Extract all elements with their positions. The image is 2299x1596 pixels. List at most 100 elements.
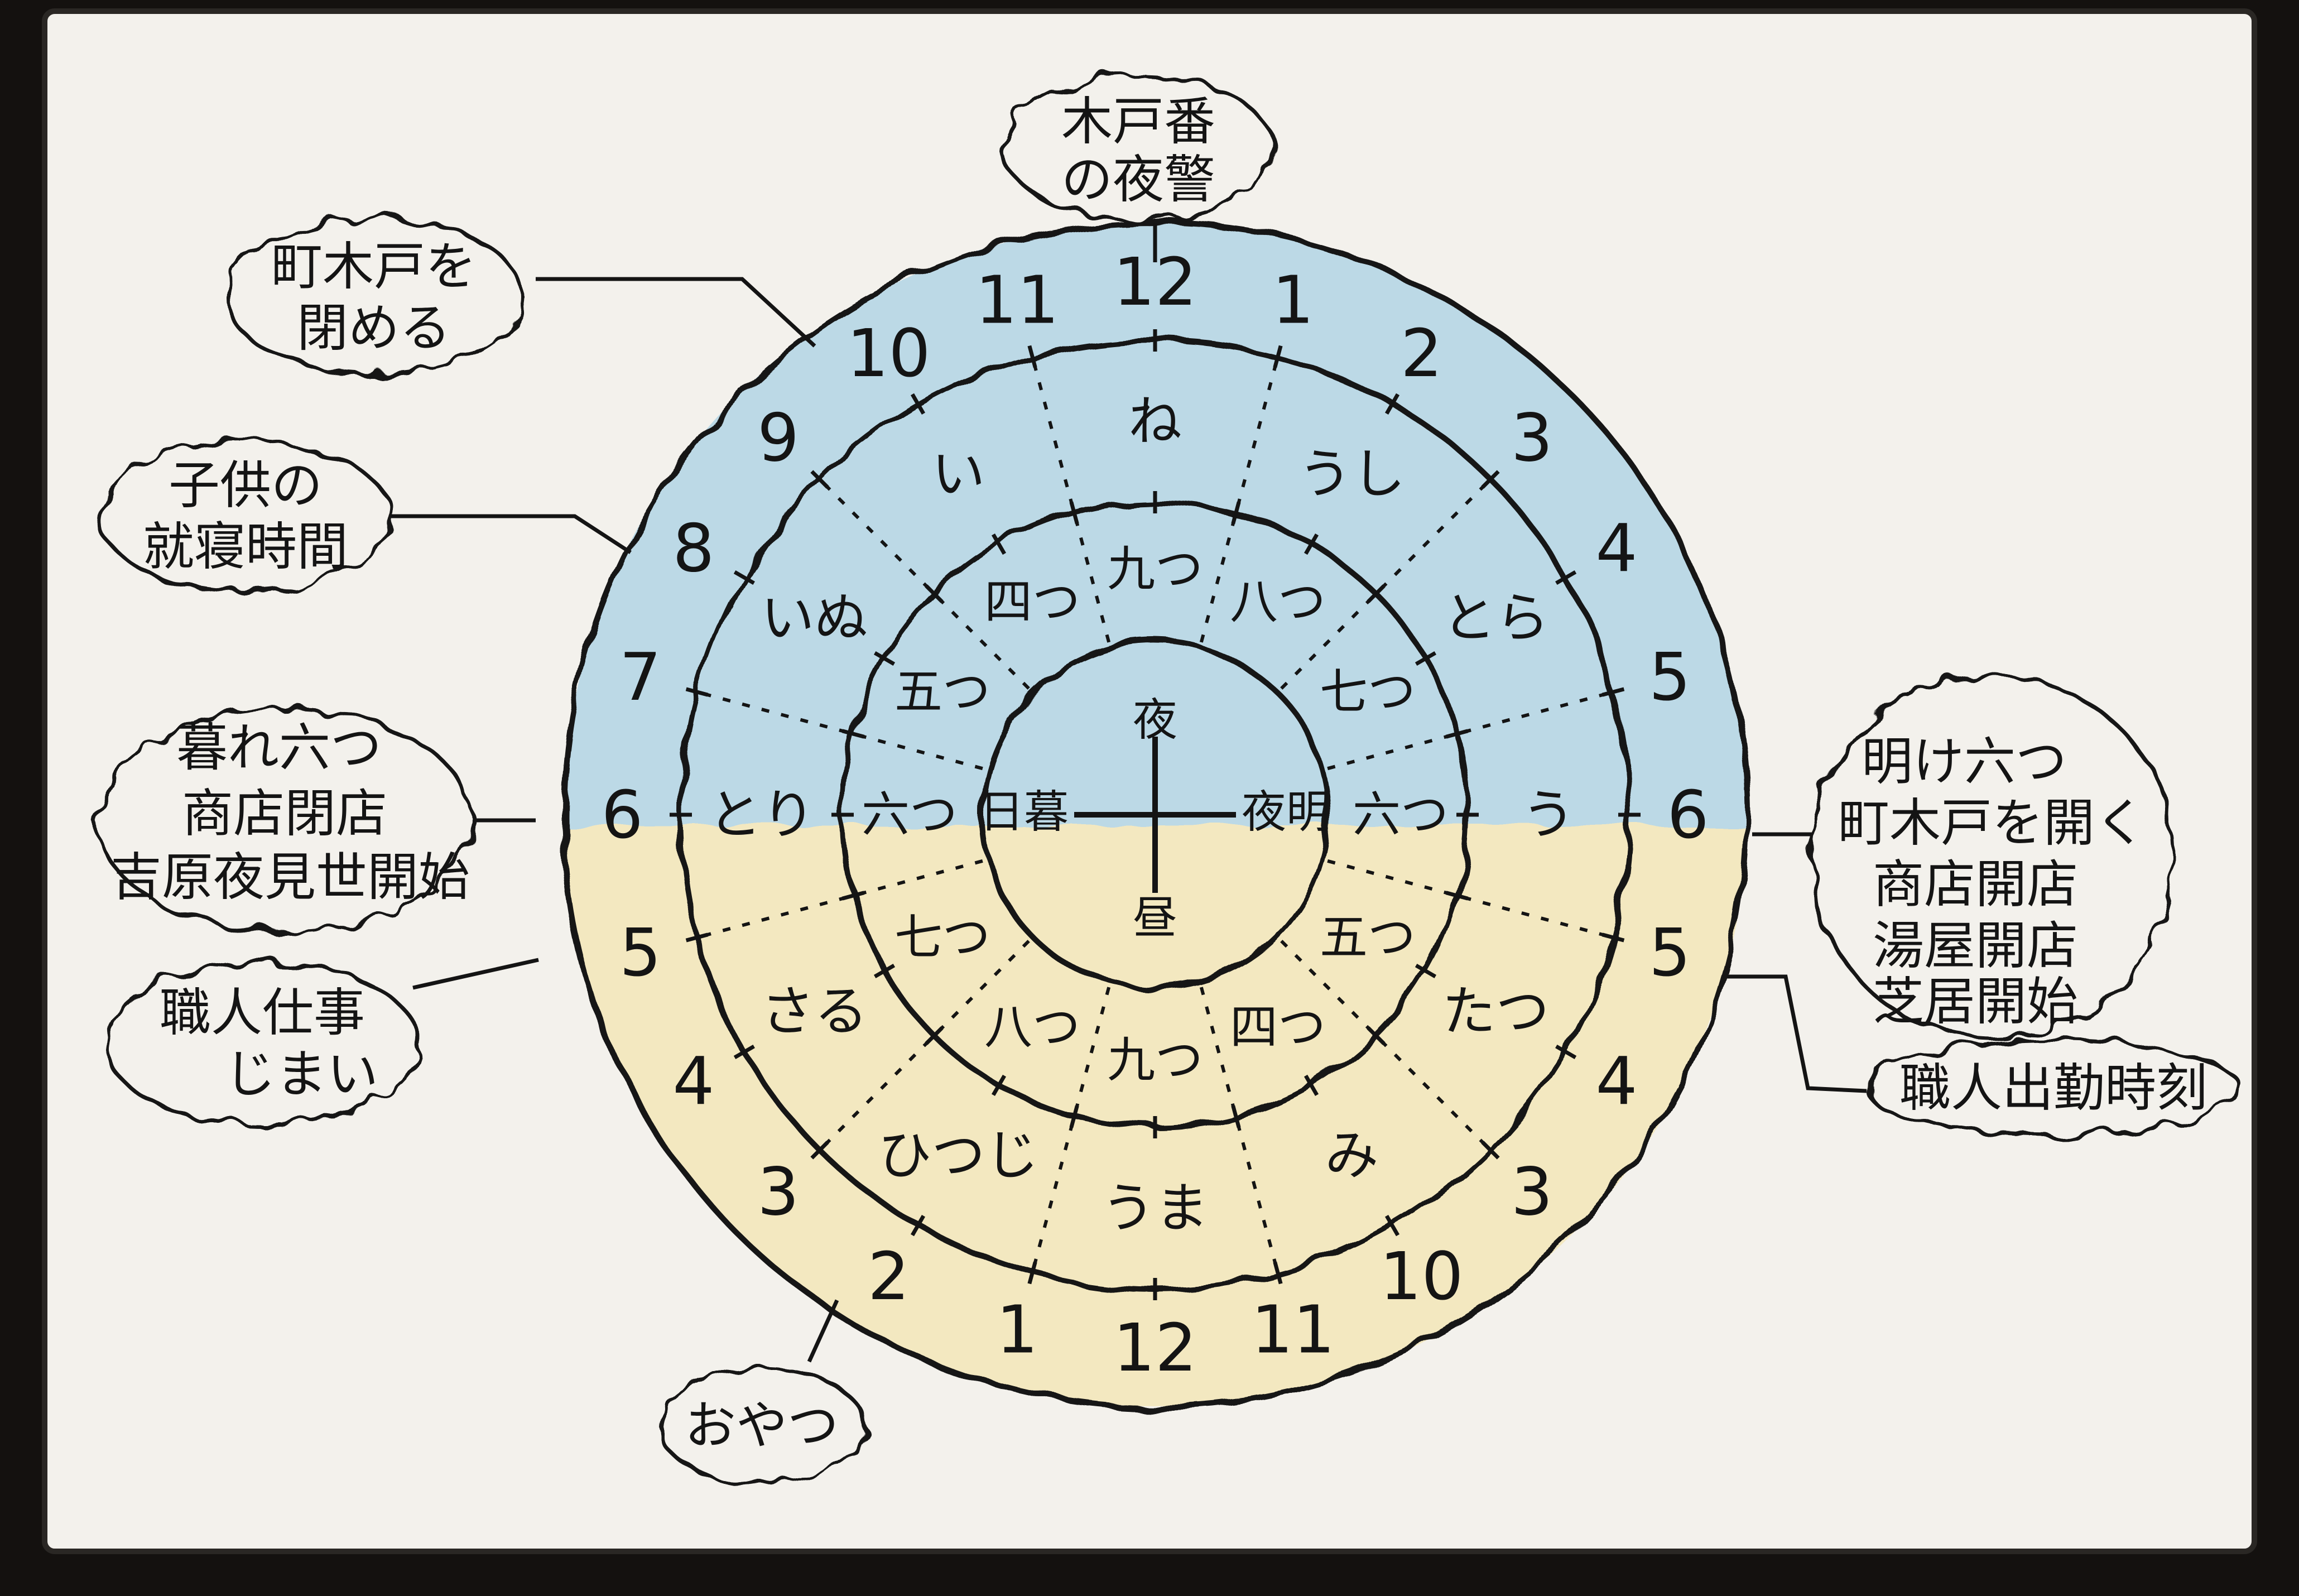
ring-tick <box>810 470 829 489</box>
note-close-gate: 町木戸を 閉める <box>224 215 524 376</box>
hour-number: 12 <box>1113 1309 1197 1386</box>
koku-mutsu-dawn: 六つ <box>1353 787 1449 843</box>
ring-tick <box>1027 345 1037 368</box>
note-dawn-line-5: 芝居開始 <box>1873 972 2078 1032</box>
note-dusk: 暮れ六つ 商店閉店 吉原夜見世開始 <box>95 706 474 934</box>
note-snack-bubble <box>656 1368 867 1484</box>
note-top-line-1: 木戸番 <box>1061 92 1215 152</box>
core-dusk-label: 日暮 <box>979 786 1069 838</box>
zodiac-tori: とり <box>708 783 815 846</box>
note-craft-end-line-2: じまい <box>224 1045 378 1104</box>
hour-number: 5 <box>1649 914 1691 991</box>
hour-number: 3 <box>1511 1153 1553 1230</box>
note-kids-line-1: 子供の <box>169 456 323 516</box>
note-connectors <box>391 223 1867 1363</box>
hour-number: 6 <box>601 776 643 853</box>
ring-tick <box>1601 687 1625 697</box>
ring-tick <box>1601 932 1625 943</box>
note-dusk-line-3: 吉原夜見世開始 <box>110 848 470 907</box>
note-craft-end-bubble <box>104 960 421 1127</box>
hour-number: 4 <box>1596 510 1638 587</box>
koku-nanatsu-day: 七つ <box>894 910 990 965</box>
zodiac-i: い <box>932 443 985 505</box>
note-top: 木戸番 の夜警 <box>1002 73 1274 223</box>
ring-tick <box>910 1215 926 1237</box>
ring-tick <box>1069 501 1079 525</box>
center-cross <box>1074 737 1236 893</box>
note-kids-bubble <box>98 439 393 594</box>
zone-divider <box>818 940 1030 1152</box>
ring-tick <box>1304 1074 1319 1097</box>
ring-tick <box>1027 1261 1037 1285</box>
core-night-label: 夜 <box>1133 694 1177 746</box>
note-dusk-bubble <box>95 706 474 934</box>
note-top-line-2: の夜警 <box>1061 150 1215 210</box>
ring-tick <box>1367 584 1386 603</box>
ring-tick <box>925 584 944 603</box>
ring-tick <box>1481 470 1500 489</box>
zone-divider <box>818 478 1030 690</box>
note-close-gate-line-1: 町木戸を <box>271 237 477 297</box>
ring-dividers <box>670 329 1641 1300</box>
zone-divider <box>696 690 983 771</box>
koku-yotsu-day: 四つ <box>1230 999 1326 1055</box>
zodiac-tora: とら <box>1442 587 1550 650</box>
zone-divider <box>1280 940 1492 1152</box>
zone-divider <box>1199 356 1280 643</box>
koku-itsutsu-day: 五つ <box>1320 910 1416 965</box>
ring-tick <box>925 1026 944 1045</box>
zone-divider <box>1327 859 1614 939</box>
hour-number: 4 <box>1596 1043 1638 1120</box>
connector-craft-start <box>1727 974 1867 1093</box>
hour-number: 3 <box>1511 400 1553 477</box>
zodiac-ushi: うし <box>1298 443 1406 505</box>
ring-tick <box>1555 1044 1577 1060</box>
note-dawn-line-4: 湯屋開店 <box>1873 916 2078 976</box>
zone-divider <box>1031 987 1111 1273</box>
ring-tick <box>1231 501 1241 525</box>
koku-yotsu-night: 四つ <box>984 574 1080 630</box>
ring-tick <box>841 729 865 739</box>
ring-tick <box>1445 729 1469 739</box>
zone-divider <box>1199 987 1280 1273</box>
hour-number: 9 <box>757 400 799 477</box>
hour-number: 8 <box>672 510 714 587</box>
note-snack-line-1: おやつ <box>685 1396 839 1456</box>
hour-number: 2 <box>868 1238 910 1315</box>
note-dusk-line-1: 暮れ六つ <box>176 718 382 778</box>
ring-tick <box>991 533 1007 555</box>
koku-yatsu-day: 八つ <box>984 999 1080 1055</box>
note-dawn-line-3: 商店開店 <box>1873 855 2078 915</box>
hour-number: 2 <box>1401 315 1442 392</box>
koku-yatsu-night: 八つ <box>1230 574 1326 630</box>
hour-number: 10 <box>847 315 930 392</box>
ring-tick <box>733 1044 755 1060</box>
hour-number: 6 <box>1667 776 1709 853</box>
ring-tick <box>1384 1215 1400 1237</box>
hour-number: 3 <box>757 1153 799 1230</box>
zone-divider <box>1280 478 1492 690</box>
ring-tick <box>1367 1026 1386 1045</box>
ring-tick <box>1415 651 1437 666</box>
note-kids: 子供の 就寝時間 <box>98 439 393 594</box>
note-craft-end: 職人仕事 じまい <box>104 960 421 1127</box>
hour-number: 5 <box>619 914 661 991</box>
connector-kids <box>391 514 632 554</box>
zodiac-inu: いぬ <box>761 587 868 650</box>
ring-tick <box>810 1141 829 1160</box>
note-top-bubble <box>1002 73 1274 223</box>
zodiac-mi: み <box>1325 1124 1379 1187</box>
ring-tick <box>1384 393 1400 415</box>
ring-tick <box>873 651 896 666</box>
note-kids-line-2: 就寝時間 <box>143 517 348 577</box>
zodiac-saru: さる <box>761 980 868 1043</box>
zodiac-hitsuji: ひつじ <box>878 1124 1039 1187</box>
note-dawn-line-1: 明け六つ <box>1862 732 2067 792</box>
note-close-gate-line-2: 閉める <box>297 299 451 358</box>
hour-number: 10 <box>1379 1238 1463 1315</box>
hour-number: 5 <box>1649 638 1691 715</box>
ring-tick <box>1069 1105 1079 1128</box>
